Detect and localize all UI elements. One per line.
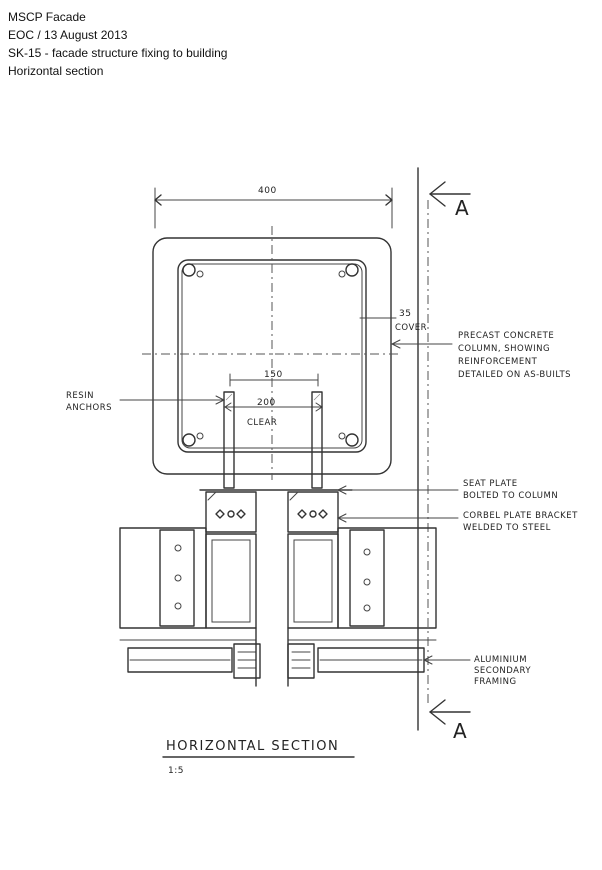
dimension-400-label: 400 <box>258 186 277 196</box>
resin-anchors <box>223 391 323 489</box>
sketch-reference: SK-15 - facade structure fixing to build… <box>8 46 228 60</box>
annotation-leaders <box>119 339 471 665</box>
drawing-scale: 1:5 <box>168 766 184 776</box>
steel-sections <box>119 527 437 641</box>
section-mark-bottom: A <box>453 719 467 743</box>
section-line-a <box>417 167 471 731</box>
cover-dimension-label: 35 <box>399 309 411 319</box>
note-resin-anchors: RESIN ANCHORS <box>66 391 112 413</box>
project-title: MSCP Facade <box>8 10 86 24</box>
drawing-title: HORIZONTAL SECTION <box>166 739 339 754</box>
dimension-200-sublabel: CLEAR <box>247 418 277 428</box>
seat-plates <box>199 489 353 533</box>
aluminium-framing <box>127 627 425 687</box>
dimension-400 <box>154 187 393 229</box>
dimension-200-label: 200 <box>257 398 276 408</box>
view-description: Horizontal section <box>8 64 104 78</box>
note-precast-column: PRECAST CONCRETE COLUMN, SHOWING REINFOR… <box>458 331 571 380</box>
author-date: EOC / 13 August 2013 <box>8 28 128 42</box>
section-mark-top: A <box>455 196 469 220</box>
note-seat-plate: SEAT PLATE BOLTED TO COLUMN <box>463 479 558 501</box>
note-corbel-bracket: CORBEL PLATE BRACKET WELDED TO STEEL <box>463 511 581 533</box>
note-aluminium-framing: ALUMINIUM SECONDARY FRAMING <box>474 655 534 687</box>
drawing-header: MSCP Facade EOC / 13 August 2013 SK-15 -… <box>8 8 227 80</box>
cover-dimension-sublabel: COVER <box>395 323 427 333</box>
anchor-dimensions <box>224 373 323 412</box>
precast-column <box>142 226 400 480</box>
dimension-150-label: 150 <box>264 370 283 380</box>
